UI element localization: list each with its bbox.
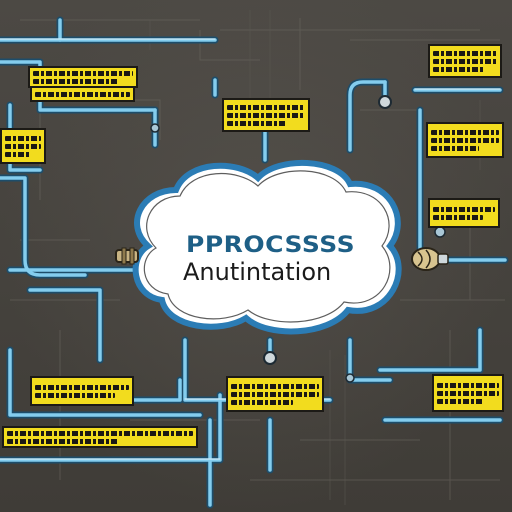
label-scribble [433, 206, 495, 212]
label-scribble [431, 145, 479, 151]
label-scribble [35, 392, 115, 398]
label-box-bottom-left-1 [30, 376, 134, 406]
label-box-mid-right [428, 198, 500, 228]
label-scribble [231, 399, 293, 405]
label-scribble [227, 120, 286, 126]
cloud-shape [132, 159, 402, 335]
label-scribble [227, 104, 305, 110]
label-scribble [437, 398, 484, 404]
label-scribble [7, 430, 193, 436]
label-scribble [433, 66, 485, 72]
label-box-top-center [222, 98, 310, 132]
label-scribble [433, 214, 483, 220]
right-connector-icon [411, 247, 449, 271]
label-box-left-mid [0, 128, 46, 164]
label-scribble [33, 78, 118, 84]
pipe-valve-icon [150, 95, 446, 383]
label-scribble [35, 91, 130, 97]
label-scribble [431, 129, 499, 135]
label-scribble [437, 382, 499, 388]
label-scribble [5, 143, 41, 149]
label-box-top-right-2 [426, 122, 504, 158]
label-box-bottom-right [432, 374, 504, 412]
label-scribble [231, 391, 319, 397]
label-scribble [5, 135, 41, 141]
label-scribble [433, 50, 497, 56]
label-box-bottom-center [226, 376, 324, 412]
process-title: PPROCSSSS [186, 231, 356, 258]
label-box-top-left-2 [30, 86, 135, 102]
label-scribble [7, 438, 119, 444]
label-box-top-left-1 [28, 66, 138, 88]
label-box-bottom-left-2 [2, 426, 198, 448]
label-scribble [227, 112, 305, 118]
label-box-top-right-1 [428, 44, 502, 78]
process-cloud-node: PPROCSSSS Anutintation [128, 150, 410, 336]
label-scribble [5, 151, 31, 157]
left-connector-icon [115, 247, 139, 265]
label-scribble [35, 384, 129, 390]
label-scribble [433, 58, 497, 64]
process-subtitle: Anutintation [183, 258, 332, 286]
label-scribble [437, 390, 499, 396]
label-scribble [33, 70, 133, 76]
label-scribble [231, 383, 319, 389]
label-scribble [431, 137, 499, 143]
